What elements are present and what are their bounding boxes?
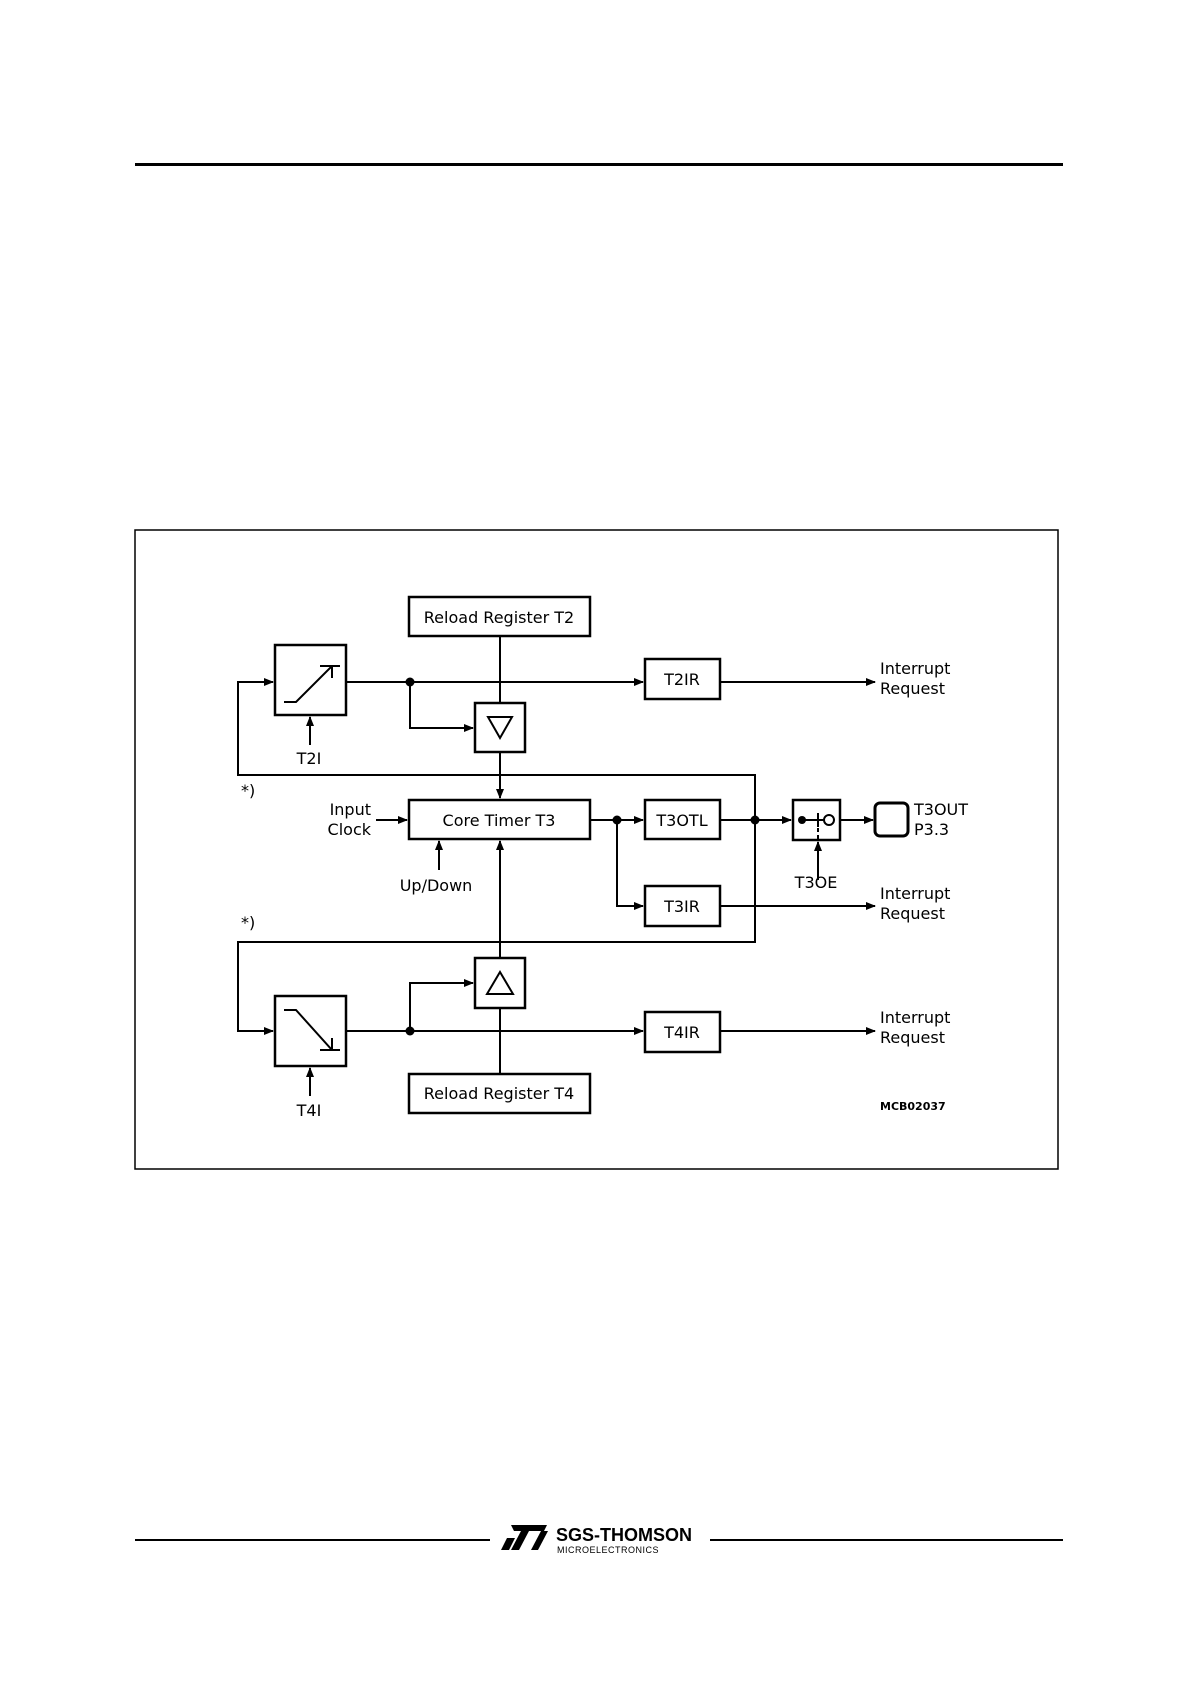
t4ir-label: T4IR: [663, 1023, 700, 1042]
footnote-mark-top: *): [241, 781, 255, 800]
t3-interrupt-label-1: Interrupt: [880, 884, 950, 903]
t2-interrupt-label-2: Request: [880, 679, 945, 698]
triangle-down-icon: [486, 716, 514, 741]
p33-label: P3.3: [914, 820, 949, 839]
footer-rule-right: [710, 1539, 1063, 1541]
reload-t2-label: Reload Register T2: [424, 608, 574, 627]
t3ir-label: T3IR: [663, 897, 700, 916]
t2ir-box: [643, 657, 722, 701]
rising-edge-icon: [284, 665, 340, 703]
input-clock-label-2: Clock: [328, 820, 372, 839]
core-timer-label: Core Timer T3: [443, 811, 556, 830]
transfer-down-box: [473, 701, 527, 754]
logo-text-bottom: MICROELECTRONICS: [557, 1545, 659, 1555]
t3otl-label: T3OTL: [655, 811, 707, 830]
logo-text-top: SGS-THOMSON: [556, 1525, 692, 1545]
st-logo-icon: [501, 1525, 548, 1550]
t4-interrupt-label-2: Request: [880, 1028, 945, 1047]
triangle-up-icon: [485, 970, 515, 995]
t4-interrupt-label-1: Interrupt: [880, 1008, 950, 1027]
header-rule: [135, 163, 1063, 166]
t3out-label: T3OUT: [913, 800, 968, 819]
transfer-up-box: [473, 956, 527, 1010]
up-down-label: Up/Down: [400, 876, 473, 895]
t2-interrupt-label-1: Interrupt: [880, 659, 950, 678]
t2i-label: T2I: [296, 749, 322, 768]
t2ir-label: T2IR: [663, 670, 700, 689]
falling-edge-icon: [284, 1009, 340, 1051]
t2-edge-detector-box: [273, 643, 348, 717]
t4i-label: T4I: [296, 1101, 322, 1120]
input-clock-label-1: Input: [330, 800, 371, 819]
figure-code: MCB02037: [880, 1100, 946, 1113]
t4-edge-detector-box: [273, 994, 348, 1068]
figure-frame: [134, 529, 1059, 1170]
t3-interrupt-label-2: Request: [880, 904, 945, 923]
reload-t4-label: Reload Register T4: [424, 1084, 574, 1103]
footer-rule-left: [135, 1539, 490, 1541]
t3out-pin: [873, 801, 910, 838]
footnote-mark-bottom: *): [241, 913, 255, 932]
t3oe-label: T3OE: [794, 873, 838, 892]
